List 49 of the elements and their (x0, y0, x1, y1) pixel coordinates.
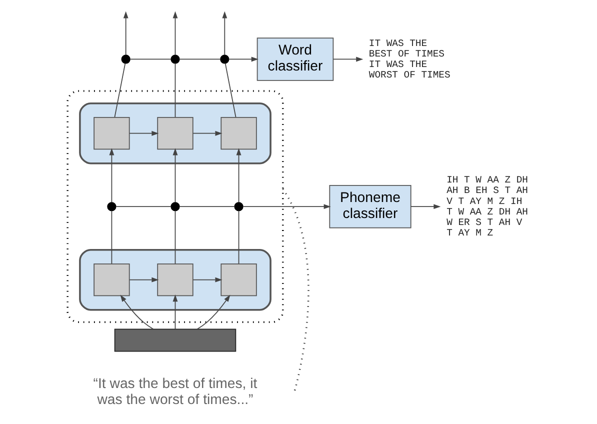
connector (224, 63, 236, 118)
connector (282, 188, 309, 392)
arrow (108, 148, 114, 203)
node-circle (220, 54, 229, 64)
node-text: IH T W AA Z DH AH B EH S T AH V T AY M Z IH T W AA Z DH AH W ER S T AH V T AY M Z (446, 174, 528, 239)
connector (114, 206, 171, 208)
node-box (220, 264, 256, 296)
connector (174, 63, 176, 118)
arrow (196, 294, 230, 330)
connector (110, 210, 112, 264)
arrow (172, 294, 178, 330)
node-box (156, 117, 193, 150)
arrow (172, 148, 178, 203)
connector (178, 58, 220, 60)
arrow (120, 294, 154, 330)
connector (174, 210, 176, 264)
arrow (242, 204, 330, 210)
node-box: Phoneme classifier (328, 184, 411, 228)
node-circle (170, 202, 180, 212)
node-box: Word classifier (256, 38, 334, 81)
arrow (192, 130, 222, 136)
cluster (66, 90, 284, 324)
arrow (172, 11, 178, 56)
connector (114, 63, 126, 118)
arrow (192, 277, 222, 282)
node-box (93, 264, 130, 296)
connector (238, 210, 239, 264)
node-box (156, 264, 193, 296)
connector (178, 206, 235, 208)
node-label: “It was the best of times, it was the worst of times...” (92, 375, 257, 408)
arrow (128, 277, 158, 282)
node-circle (120, 54, 130, 64)
arrow (128, 130, 158, 136)
connector (129, 58, 171, 60)
arrow (332, 56, 363, 62)
arrow (228, 56, 258, 62)
cluster (78, 248, 271, 311)
arrow (410, 204, 440, 210)
arrow (122, 11, 128, 56)
node-circle (170, 54, 180, 64)
node-circle (106, 202, 116, 212)
node-text: IT WAS THE BEST OF TIMES IT WAS THE WORST OF TIMES (368, 38, 450, 81)
arrow (236, 148, 241, 203)
node-circle (234, 202, 243, 212)
node-box (220, 117, 256, 150)
node-box (93, 117, 130, 150)
arrow (222, 11, 227, 56)
node-bar (114, 328, 236, 352)
cluster (78, 102, 271, 164)
